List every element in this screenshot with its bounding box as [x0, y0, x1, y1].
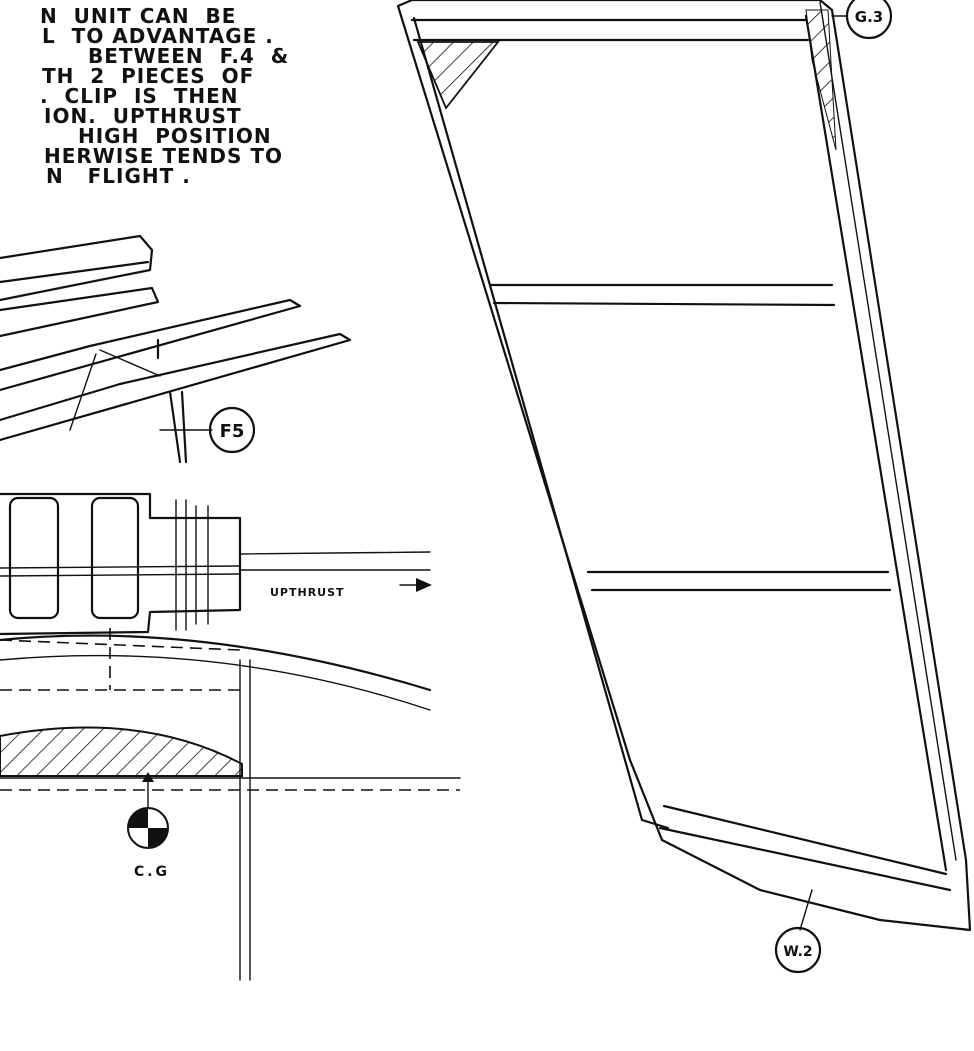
note-line: HIGH POSITION	[78, 124, 272, 148]
fin-frame	[396, 0, 972, 932]
w2-callout	[774, 926, 822, 974]
upthrust-label: UPTHRUST	[270, 586, 345, 599]
note-line: . CLIP IS THEN	[40, 84, 239, 108]
note-line: HERWISE TENDS TO	[44, 144, 283, 168]
cg-symbol	[127, 772, 169, 849]
fuselage-sketch	[0, 234, 352, 464]
w2-label: W.2	[783, 944, 812, 960]
note-line: N FLIGHT .	[46, 164, 191, 188]
engine-side-view	[0, 492, 461, 981]
note-line: ION. UPTHRUST	[44, 104, 242, 128]
note-line: L TO ADVANTAGE .	[42, 24, 274, 48]
g3-label: G.3	[855, 8, 883, 26]
f5-label: F5	[220, 421, 245, 442]
note-line: BETWEEN F.4 &	[88, 44, 290, 68]
f5-callout	[208, 406, 256, 454]
g3-callout	[845, 0, 893, 40]
note-line: TH 2 PIECES OF	[42, 64, 255, 88]
cg-label: C.G	[134, 864, 170, 880]
note-line: N UNIT CAN BE	[40, 4, 237, 28]
